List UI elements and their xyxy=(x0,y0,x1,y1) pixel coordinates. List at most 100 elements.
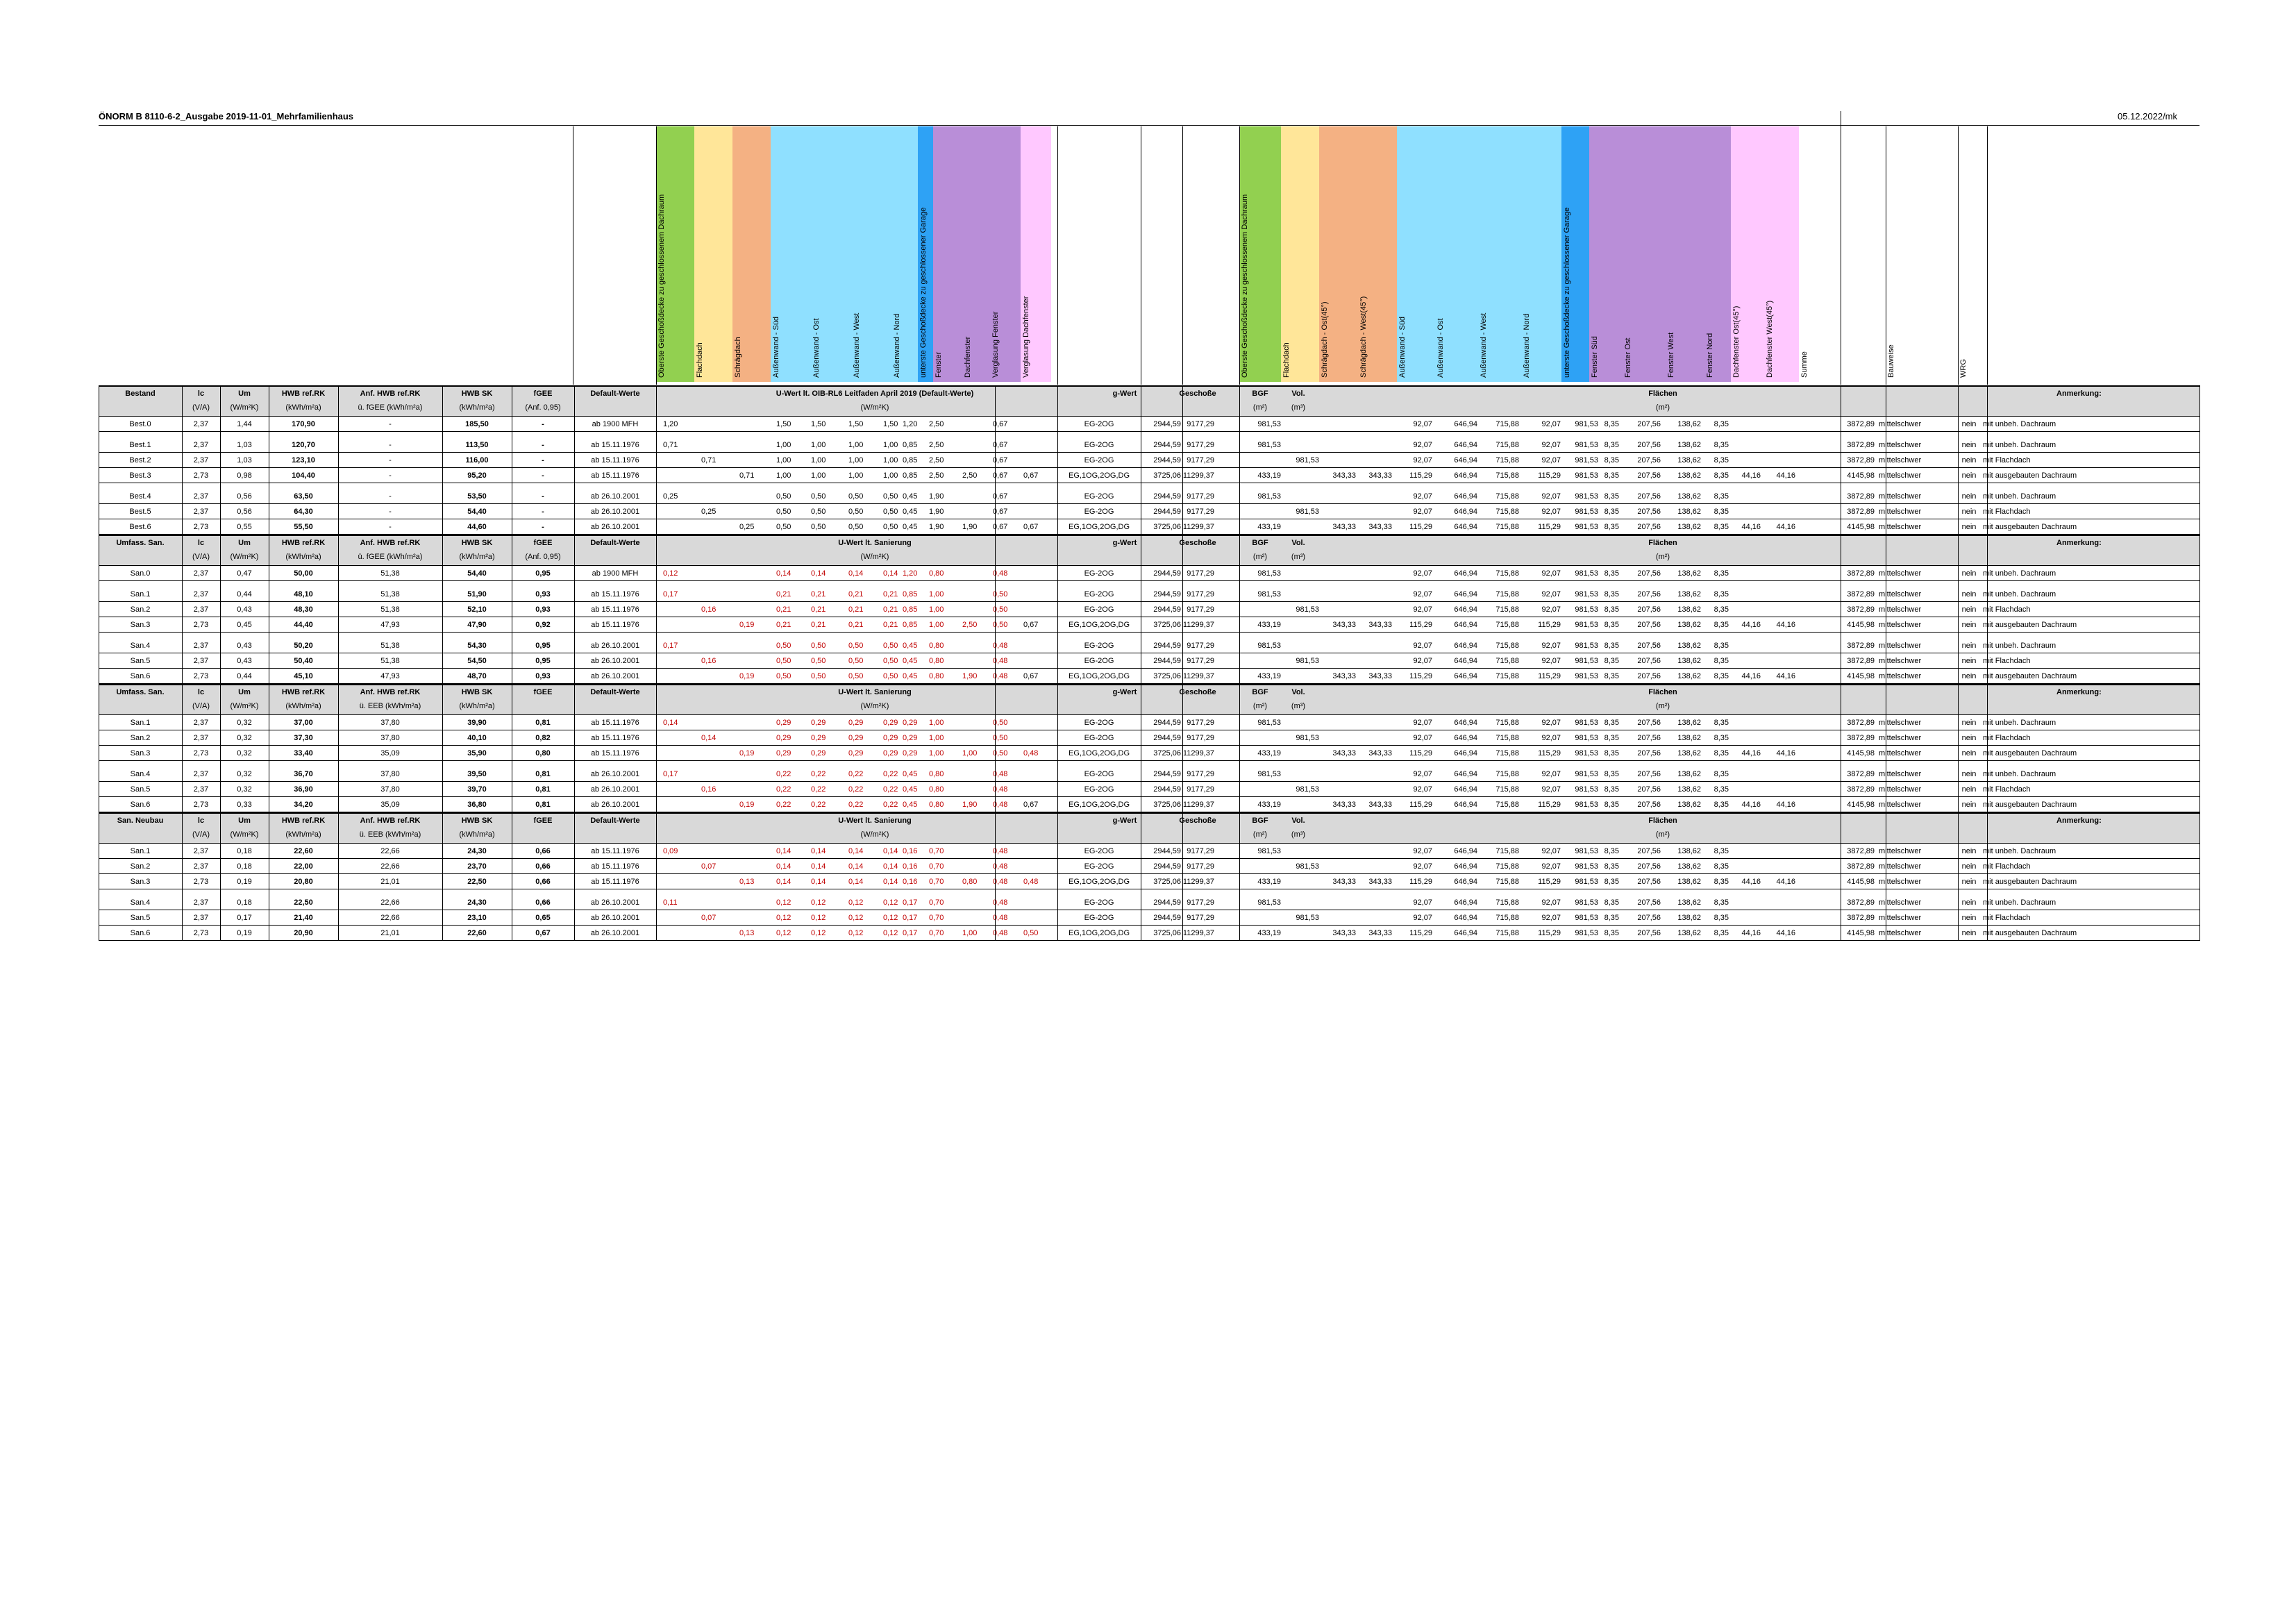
cell-uvalue: 1,00 xyxy=(811,441,826,449)
cell-uvalue: 0,48 xyxy=(993,801,1008,809)
uvalue-band-label: Schrägdach xyxy=(734,337,742,378)
cell-bgf: 2944,59 xyxy=(1153,590,1181,598)
grid-vline xyxy=(2199,535,2200,684)
uvalue-header-unit: (W/m²K) xyxy=(860,830,889,839)
cell-bgf: 2944,59 xyxy=(1153,642,1181,650)
cell-wrg: nein xyxy=(1961,862,1977,871)
cell-uvalue: 1,00 xyxy=(929,605,944,614)
cell-area: 343,33 xyxy=(1368,621,1392,629)
um-header: Um(W/m²K) xyxy=(220,536,269,566)
cell-area: 8,35 xyxy=(1604,770,1619,778)
cell-uvalue: 0,14 xyxy=(883,862,898,871)
hwb-header: HWB ref.RK(kWh/m²a) xyxy=(269,387,338,417)
cell-area: 8,35 xyxy=(1713,785,1729,794)
cell-area: 715,88 xyxy=(1495,862,1519,871)
cell-uvalue: 1,00 xyxy=(811,471,826,480)
cell-uvalue: 0,85 xyxy=(903,471,918,480)
cell-gesch: EG,1OG,2OG,DG xyxy=(1068,878,1130,886)
cell-anf: - xyxy=(389,471,392,480)
cell-uvalue: 0,29 xyxy=(903,749,918,757)
cell-gesch: EG-2OG xyxy=(1084,642,1114,650)
cell-uvalue: 0,07 xyxy=(701,862,717,871)
cell-wrg: nein xyxy=(1961,749,1977,757)
cell-uvalue: 0,50 xyxy=(811,523,826,531)
cell-anm: mit Flachdach xyxy=(1983,734,2031,742)
cell-uvalue: 0,67 xyxy=(1023,801,1039,809)
uvalue-band-12: Verglasung Dachfenster xyxy=(1021,126,1051,382)
cell-bau: mittelschwer xyxy=(1879,590,1922,598)
cell-area: 8,35 xyxy=(1713,471,1729,480)
cell-uvalue: 0,25 xyxy=(739,523,755,531)
cell-anf: 21,01 xyxy=(380,878,400,886)
bgf-header: BGF(m²) xyxy=(1239,536,1281,566)
cell-area: 207,56 xyxy=(1637,929,1661,937)
cell-sum: 4145,98 xyxy=(1847,801,1875,809)
anf-hwb-header-unit: ü. EEB (kWh/m²a) xyxy=(359,702,421,710)
cell-gesch: EG-2OG xyxy=(1084,770,1114,778)
cell-area: 646,94 xyxy=(1454,847,1477,855)
cell-area: 207,56 xyxy=(1637,878,1661,886)
cell-hwbsk: 24,30 xyxy=(467,898,487,907)
group-header-row: Umfass. San.lc(V/A)Um(W/m²K)HWB ref.RK(k… xyxy=(99,535,2199,566)
uvalue-header: U-Wert lt. Sanierung(W/m²K) xyxy=(656,814,1093,844)
cell-anf: 22,66 xyxy=(380,898,400,907)
cell-um: 0,44 xyxy=(237,672,252,680)
cell-id: San.3 xyxy=(130,621,151,629)
gvalue-header: g-Wert xyxy=(1093,685,1156,715)
cell-vol: 11299,37 xyxy=(1182,801,1214,809)
cell-anf: 37,80 xyxy=(380,719,400,727)
cell-area: 981,53 xyxy=(1575,471,1598,480)
cell-uvalue: 0,67 xyxy=(1023,471,1039,480)
cell-wrg: nein xyxy=(1961,719,1977,727)
cell-hwbsk: 95,20 xyxy=(467,471,487,480)
cell-uvalue: 0,07 xyxy=(701,914,717,922)
cell-fgee: 0,93 xyxy=(535,672,551,680)
cell-area: 981,53 xyxy=(1575,590,1598,598)
cell-area: 343,33 xyxy=(1332,471,1356,480)
area-band-17: Bauweise xyxy=(1886,126,1954,382)
cell-hwbsk: 52,10 xyxy=(467,605,487,614)
gvalue-header-label: g-Wert xyxy=(1112,817,1137,825)
cell-anf: 35,09 xyxy=(380,749,400,757)
cell-anm: mit ausgebauten Dachraum xyxy=(1983,672,2077,680)
fgee-header: fGEE(Anf. 0,95) xyxy=(512,387,574,417)
cell-sum: 3872,89 xyxy=(1847,898,1875,907)
cell-area: 44,16 xyxy=(1741,471,1761,480)
cell-anm: mit unbeh. Dachraum xyxy=(1983,642,2056,650)
cell-uvalue: 0,45 xyxy=(903,672,918,680)
cell-area: 981,53 xyxy=(1296,657,1319,665)
cell-bau: mittelschwer xyxy=(1879,929,1922,937)
cell-area: 981,53 xyxy=(1257,719,1281,727)
cell-hwbsk: 39,50 xyxy=(467,770,487,778)
cell-uvalue: 2,50 xyxy=(962,621,978,629)
cell-uvalue: 0,16 xyxy=(903,847,918,855)
cell-wrg: nein xyxy=(1961,492,1977,501)
cell-uvalue: 0,22 xyxy=(848,785,864,794)
cell-uvalue: 0,29 xyxy=(903,734,918,742)
cell-anm: mit Flachdach xyxy=(1983,914,2031,922)
cell-id: San.5 xyxy=(130,914,151,922)
cell-uvalue: 1,90 xyxy=(929,523,944,531)
cell-area: 138,62 xyxy=(1677,621,1701,629)
cell-bgf: 2944,59 xyxy=(1153,657,1181,665)
cell-area: 715,88 xyxy=(1495,770,1519,778)
cell-bgf: 2944,59 xyxy=(1153,492,1181,501)
cell-uvalue: 0,13 xyxy=(739,878,755,886)
cell-bgf: 2944,59 xyxy=(1153,456,1181,464)
cell-um: 0,56 xyxy=(237,508,252,516)
cell-uvalue: 0,45 xyxy=(903,770,918,778)
fgee-header: fGEE(Anf. 0,95) xyxy=(512,536,574,566)
cell-fgee: 0,82 xyxy=(535,734,551,742)
cell-area: 8,35 xyxy=(1604,862,1619,871)
cell-uvalue: 0,50 xyxy=(848,523,864,531)
defaults-header: Default-Werte xyxy=(574,685,656,715)
cell-area: 981,53 xyxy=(1296,862,1319,871)
cell-area: 715,88 xyxy=(1495,642,1519,650)
cell-area: 8,35 xyxy=(1713,508,1729,516)
cell-wrg: nein xyxy=(1961,672,1977,680)
volume-header-unit: (m³) xyxy=(1291,702,1306,710)
cell-um: 0,43 xyxy=(237,605,252,614)
